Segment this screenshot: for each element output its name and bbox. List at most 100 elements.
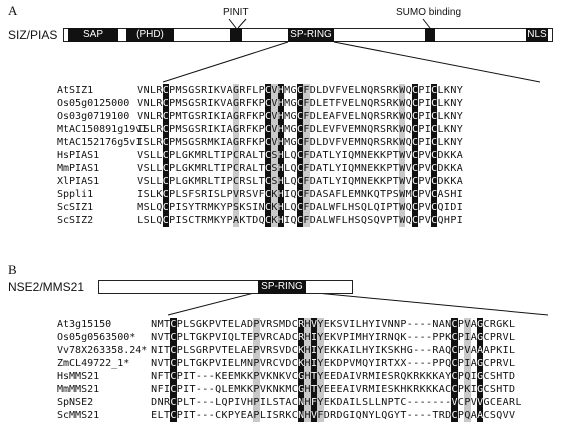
residue: Y	[317, 396, 324, 409]
residue: T	[194, 215, 201, 226]
residue: I	[259, 397, 266, 408]
residue: H	[277, 110, 284, 123]
residue: P	[418, 111, 425, 122]
residue: A	[470, 319, 477, 330]
sequence-name: Os05g0125000	[57, 98, 130, 109]
residue: W	[399, 84, 406, 97]
residue: D	[309, 85, 316, 96]
residue: L	[341, 189, 348, 200]
residue: A	[342, 397, 349, 408]
residue: H	[362, 345, 369, 356]
residue: E	[227, 319, 234, 330]
residue: K	[419, 384, 426, 395]
residue: V	[341, 98, 348, 109]
residue: Y	[234, 410, 241, 421]
residue: V	[310, 409, 318, 422]
residue: K	[297, 344, 305, 357]
residue: R	[489, 319, 496, 330]
residue: W	[328, 202, 335, 213]
residue: E	[367, 163, 374, 174]
residue: S	[181, 215, 188, 226]
residue: G	[290, 124, 297, 135]
residue: C	[411, 149, 419, 162]
residue: T	[432, 410, 439, 421]
nls-domain: NLS	[526, 28, 548, 42]
residue: A	[483, 345, 490, 356]
residue: M	[194, 163, 201, 174]
residue: R	[386, 85, 393, 96]
residue: T	[213, 150, 220, 161]
residue: H	[277, 136, 284, 149]
residue: P	[169, 202, 176, 213]
residue: P	[258, 98, 265, 109]
residue: E	[336, 384, 343, 395]
residue: T	[163, 410, 170, 421]
residue: L	[149, 176, 156, 187]
residue: N	[360, 150, 367, 161]
residue: Y	[335, 163, 342, 174]
residue: M	[284, 98, 291, 109]
residue: K	[450, 163, 457, 174]
residue: C	[264, 110, 272, 123]
residue: F	[335, 98, 342, 109]
residue: -	[425, 397, 432, 408]
residue: I	[424, 98, 431, 109]
residue: Q	[290, 163, 297, 174]
residue: V	[464, 344, 471, 357]
residue: R	[362, 371, 369, 382]
residue: V	[278, 345, 286, 356]
residue: C	[264, 84, 272, 97]
residue: W	[328, 215, 335, 226]
residue: I	[470, 371, 477, 382]
residue: R	[266, 319, 273, 330]
residue: V	[137, 163, 144, 174]
residue: T	[392, 176, 399, 187]
residue: Y	[188, 202, 195, 213]
residue: L	[316, 85, 323, 96]
residue: L	[183, 319, 190, 330]
residue: C	[291, 345, 298, 356]
residue: K	[406, 384, 413, 395]
residue: F	[157, 371, 164, 382]
residue: S	[194, 98, 201, 109]
residue: G	[195, 319, 202, 330]
residue: N	[272, 384, 279, 395]
residue: G	[387, 410, 394, 421]
residue: H	[304, 318, 311, 331]
residue: P	[418, 124, 425, 135]
residue: K	[443, 150, 450, 161]
residue: P	[226, 150, 233, 161]
residue: M	[354, 150, 361, 161]
residue: -	[413, 410, 420, 421]
residue: V	[232, 188, 240, 201]
residue: P	[169, 189, 176, 200]
residue: W	[399, 97, 406, 110]
residue: F	[303, 162, 310, 175]
residue: K	[215, 371, 222, 382]
residue: L	[252, 163, 259, 174]
residue: K	[266, 384, 273, 395]
residue: V	[424, 189, 431, 200]
residue: C	[430, 149, 438, 162]
residue: R	[201, 85, 208, 96]
residue: H	[304, 409, 311, 422]
sequence-name: ScSIZ1	[57, 202, 94, 213]
residue: V	[220, 98, 227, 109]
residue: S	[362, 397, 369, 408]
residue: F	[303, 188, 310, 201]
residue: H	[304, 331, 311, 344]
residue: T	[392, 215, 399, 226]
residue: S	[271, 149, 278, 162]
residue: I	[349, 371, 356, 382]
residue: V	[470, 397, 477, 408]
residue: I	[424, 85, 431, 96]
residue: M	[175, 137, 182, 148]
residue: T	[245, 215, 252, 226]
residue: P	[226, 163, 233, 174]
residue: Y	[220, 215, 227, 226]
residue: P	[457, 410, 464, 421]
residue: P	[226, 176, 233, 187]
residue: Y	[445, 371, 452, 382]
sequence-residues: VNLRCPMSGSRIKVAGRFKPCVHMGCFDLETFVELNQRSR…	[137, 97, 463, 110]
residue: X	[400, 358, 407, 369]
